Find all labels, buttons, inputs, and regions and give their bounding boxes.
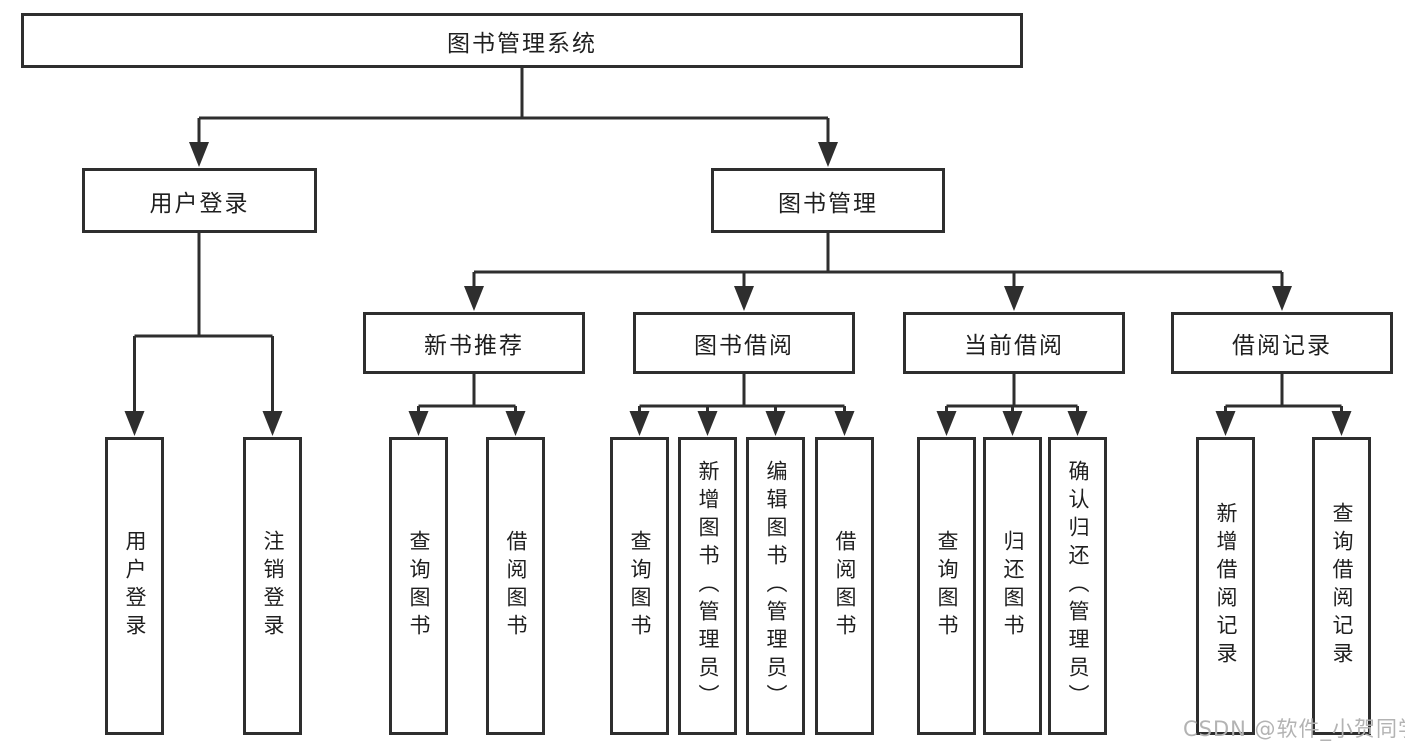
leaf-query-books-2: 查询图书 [610, 437, 669, 735]
node-borrowing-records-label: 借阅记录 [1232, 333, 1332, 359]
leaf-add-borrow-record-label: 新增借阅记录 [1214, 502, 1238, 670]
leaf-add-borrow-record: 新增借阅记录 [1196, 437, 1255, 735]
leaf-logout-label: 注销登录 [261, 530, 285, 642]
csdn-watermark: CSDN @软件_小贺同学 [1183, 717, 1405, 741]
node-root: 图书管理系统 [21, 13, 1023, 68]
leaf-borrow-books-1: 借阅图书 [486, 437, 545, 735]
leaf-edit-books-admin-label: 编辑图书（管理员） [764, 460, 788, 712]
node-book-borrowing-label: 图书借阅 [694, 333, 794, 359]
leaf-logout: 注销登录 [243, 437, 302, 735]
node-root-label: 图书管理系统 [447, 30, 597, 57]
node-user-login: 用户登录 [82, 168, 317, 233]
leaf-confirm-return-admin: 确认归还（管理员） [1048, 437, 1107, 735]
node-new-book-recommendation: 新书推荐 [363, 312, 585, 374]
node-current-borrowing-label: 当前借阅 [964, 333, 1064, 359]
node-book-management-label: 图书管理 [778, 190, 878, 217]
leaf-query-borrow-record-label: 查询借阅记录 [1330, 502, 1354, 670]
node-user-login-label: 用户登录 [149, 190, 250, 217]
leaf-query-books-1: 查询图书 [389, 437, 448, 735]
leaf-confirm-return-admin-label: 确认归还（管理员） [1066, 460, 1090, 712]
node-book-borrowing: 图书借阅 [633, 312, 855, 374]
node-book-management: 图书管理 [711, 168, 945, 233]
node-current-borrowing: 当前借阅 [903, 312, 1125, 374]
leaf-query-books-1-label: 查询图书 [407, 530, 431, 642]
leaf-return-books: 归还图书 [983, 437, 1042, 735]
leaf-query-books-3-label: 查询图书 [935, 530, 959, 642]
leaf-query-books-3: 查询图书 [917, 437, 976, 735]
leaf-add-books-admin: 新增图书（管理员） [678, 437, 737, 735]
node-new-book-recommendation-label: 新书推荐 [424, 333, 524, 359]
leaf-user-login-label: 用户登录 [123, 530, 147, 642]
leaf-borrow-books-2: 借阅图书 [815, 437, 874, 735]
leaf-borrow-books-1-label: 借阅图书 [504, 530, 528, 642]
node-borrowing-records: 借阅记录 [1171, 312, 1393, 374]
leaf-add-books-admin-label: 新增图书（管理员） [696, 460, 720, 712]
leaf-user-login: 用户登录 [105, 437, 164, 735]
leaf-borrow-books-2-label: 借阅图书 [833, 530, 857, 642]
leaf-edit-books-admin: 编辑图书（管理员） [746, 437, 805, 735]
leaf-query-borrow-record: 查询借阅记录 [1312, 437, 1371, 735]
leaf-return-books-label: 归还图书 [1001, 530, 1025, 642]
leaf-query-books-2-label: 查询图书 [628, 530, 652, 642]
